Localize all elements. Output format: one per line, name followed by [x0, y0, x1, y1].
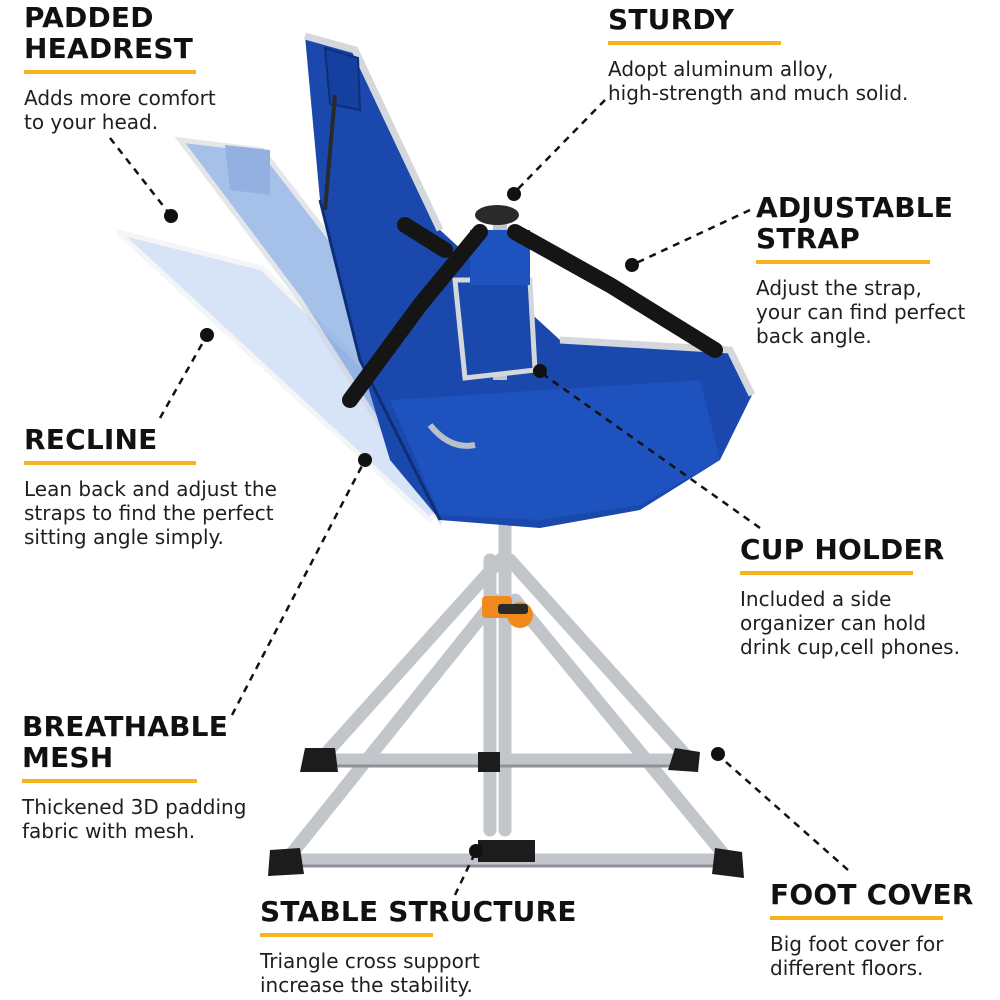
feature-padded-headrest: PADDED HEADREST Adds more comfort to you… [24, 2, 216, 134]
feature-description: Lean back and adjust the straps to find … [24, 477, 277, 549]
accent-underline [24, 461, 196, 465]
feature-foot-cover: FOOT COVER Big foot cover for different … [770, 879, 974, 980]
headrest-pillow [323, 46, 362, 112]
feature-title: STURDY [608, 3, 735, 36]
feature-cup-holder: CUP HOLDER Included a side organizer can… [740, 534, 960, 659]
feature-recline: RECLINE Lean back and adjust the straps … [24, 424, 277, 549]
feature-title: BREATHABLE MESH [22, 710, 229, 774]
accent-underline [770, 916, 943, 920]
foot-covers [268, 748, 744, 878]
feature-title: PADDED HEADREST [24, 1, 194, 65]
feature-title: RECLINE [24, 423, 158, 456]
chair-seat [304, 32, 756, 528]
accent-underline [24, 70, 196, 74]
feature-description: Adjust the strap, your can find perfect … [756, 276, 966, 348]
accent-underline [22, 779, 197, 783]
feature-description: Triangle cross support increase the stab… [260, 949, 480, 997]
cup-holder [452, 230, 538, 381]
feature-title: STABLE STRUCTURE [260, 895, 577, 928]
feature-sturdy: STURDY Adopt aluminum alloy, high-streng… [608, 4, 908, 105]
feature-adjustable-strap: ADJUSTABLE STRAP Adjust the strap, your … [756, 192, 965, 348]
adjustable-straps [342, 217, 723, 408]
accent-underline [756, 260, 930, 264]
feature-description: Adds more comfort to your head. [24, 86, 216, 134]
feature-title: CUP HOLDER [740, 533, 945, 566]
recline-rod [323, 94, 337, 211]
leader-dots [164, 187, 725, 858]
accent-underline [740, 571, 913, 575]
accent-underline [260, 933, 433, 937]
feature-description: Thickened 3D padding fabric with mesh. [22, 795, 247, 843]
feature-stable-structure: STABLE STRUCTURE Triangle cross support … [260, 896, 577, 997]
feature-title: FOOT COVER [770, 878, 974, 911]
feature-breathable-mesh: BREATHABLE MESH Thickened 3D padding fab… [22, 711, 246, 843]
leader-lines [109, 99, 849, 896]
orange-clip [482, 596, 533, 628]
frame-leg-shadows [293, 764, 727, 868]
accent-underline [608, 41, 781, 45]
feature-description: Big foot cover for different floors. [770, 932, 944, 980]
feature-description: Adopt aluminum alloy, high-strength and … [608, 57, 909, 105]
feature-title: ADJUSTABLE STRAP [756, 191, 954, 255]
feature-description: Included a side organizer can hold drink… [740, 587, 960, 659]
